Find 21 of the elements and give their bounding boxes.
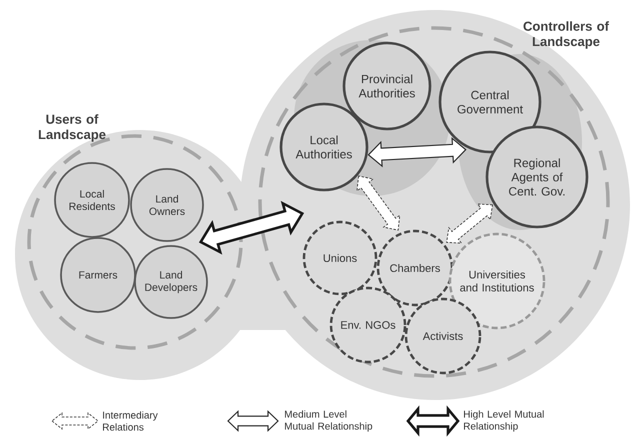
legend-text: Intermediary Relations	[103, 411, 158, 431]
dashed-circle-node: Unions	[302, 220, 378, 296]
legend-text: High Level Mutual Relationship	[464, 410, 544, 432]
circle-node: Farmers	[60, 237, 136, 313]
group-heading: Controllers of Landscape	[524, 21, 609, 49]
circle-node: Local Authorities	[280, 102, 368, 192]
dashed-circle-node: Universities and Institutions	[448, 232, 546, 330]
circle-node: Central Government	[438, 50, 542, 154]
group-heading: Users of Landscape	[38, 114, 106, 142]
legend-text: Medium Level Mutual Relationship	[285, 410, 372, 432]
dashed-circle-node: Activists	[404, 298, 482, 374]
double-arrow	[356, 176, 400, 231]
double-arrow	[368, 137, 467, 168]
circle-node: Land Developers	[134, 245, 208, 319]
circle-node: Land Owners	[130, 168, 204, 242]
dashed-circle-node: Env. NGOs	[330, 286, 406, 364]
circle-node: Provincial Authorities	[342, 42, 432, 130]
double-arrow	[446, 204, 493, 244]
circle-node: Regional Agents of Cent. Gov.	[486, 126, 588, 228]
dashed-circle-node: Chambers	[376, 230, 454, 306]
circle-node: Local Residents	[54, 162, 130, 238]
